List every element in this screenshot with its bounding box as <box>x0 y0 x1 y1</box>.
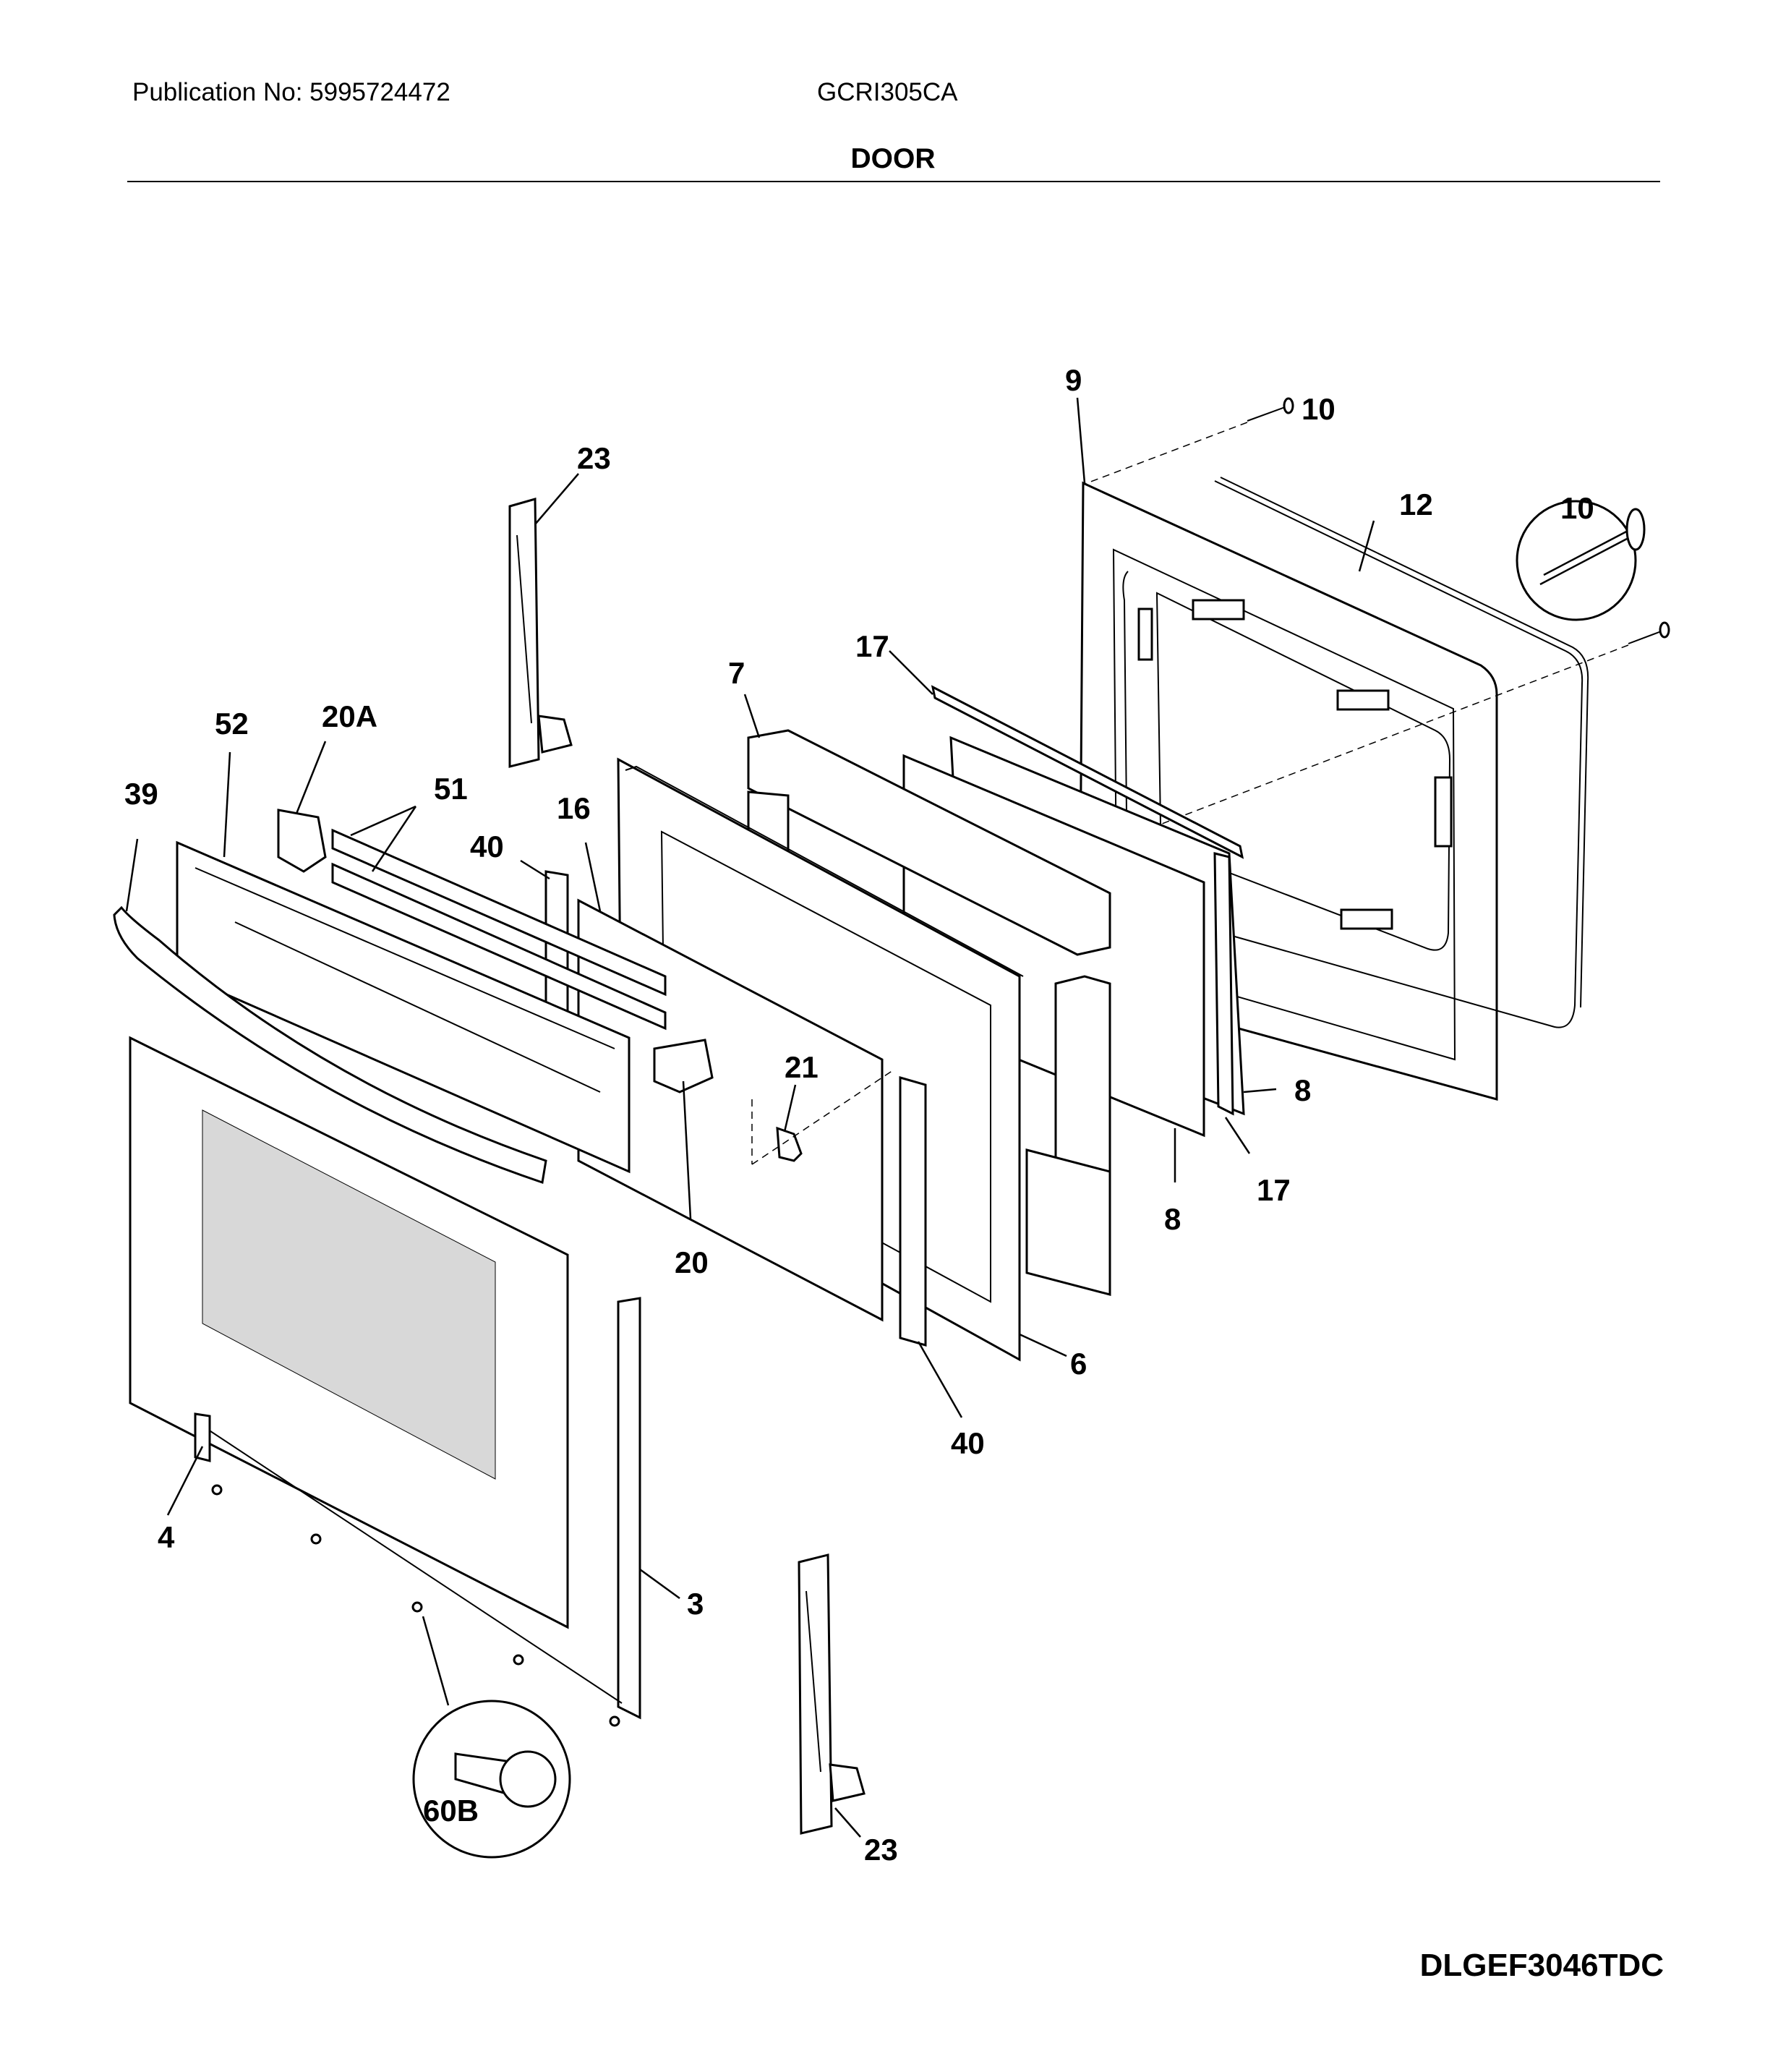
screws-part-60B <box>211 1484 620 1727</box>
section-title: DOOR <box>850 143 936 174</box>
callout-52: 52 <box>215 707 249 741</box>
callout-17-top: 17 <box>855 629 889 663</box>
callout-39: 39 <box>124 777 158 811</box>
side-channel-part-40-right <box>899 1076 927 1347</box>
callout-8-right: 8 <box>1294 1073 1311 1107</box>
callout-16: 16 <box>557 791 591 825</box>
screw-detail-callout <box>1516 500 1646 621</box>
callout-20A: 20A <box>322 699 377 733</box>
door-gasket-part-12 <box>1214 477 1589 1028</box>
door-handle-part-39 <box>113 905 547 1184</box>
callout-60B: 60B <box>423 1794 479 1828</box>
glass-retainer-part-17 <box>931 685 1244 1116</box>
callout-23-top: 23 <box>577 441 611 475</box>
callout-17-bottom: 17 <box>1257 1173 1291 1207</box>
trim-strips-part-51 <box>331 828 667 1031</box>
callout-9: 9 <box>1065 363 1082 397</box>
outer-door-panel-part-3 <box>129 1036 641 1720</box>
callout-51: 51 <box>434 772 468 806</box>
diagram-code: DLGEF3046TDC <box>1419 1948 1664 1983</box>
handle-bracket-part-20 <box>653 1039 714 1093</box>
callout-40-top: 40 <box>470 830 504 864</box>
callout-8-bottom: 8 <box>1164 1202 1181 1236</box>
bottom-trim-part-4 <box>194 1412 211 1462</box>
panel-trim-part-52 <box>176 840 631 1174</box>
publication-number: Publication No: 5995724472 <box>132 78 450 106</box>
callout-21: 21 <box>785 1050 819 1084</box>
callout-4: 4 <box>158 1520 175 1554</box>
model-number: GCRI305CA <box>817 78 958 106</box>
door-hinge-part-23-bottom <box>798 1553 866 1835</box>
screw-part-10-top <box>1247 397 1294 422</box>
door-insulation-part-7 <box>747 729 1111 1296</box>
callout-12: 12 <box>1399 487 1433 521</box>
callout-40-bottom: 40 <box>951 1426 985 1460</box>
door-hinge-part-23-top <box>508 498 573 768</box>
screw-part-10-right <box>1628 621 1670 644</box>
callout-10-top: 10 <box>1302 392 1335 426</box>
callout-10-zoom: 10 <box>1560 491 1594 525</box>
header-rule <box>127 181 1660 182</box>
callout-7: 7 <box>728 656 745 690</box>
leader-lines <box>125 397 1375 1838</box>
handle-bracket-part-20A <box>277 809 327 873</box>
callout-6: 6 <box>1070 1347 1087 1381</box>
callout-23-bottom: 23 <box>864 1833 898 1867</box>
screw-detail-callout-60B <box>412 1616 571 1859</box>
callout-20: 20 <box>675 1245 709 1279</box>
label-part-21 <box>751 1070 894 1165</box>
callout-3: 3 <box>687 1587 704 1621</box>
